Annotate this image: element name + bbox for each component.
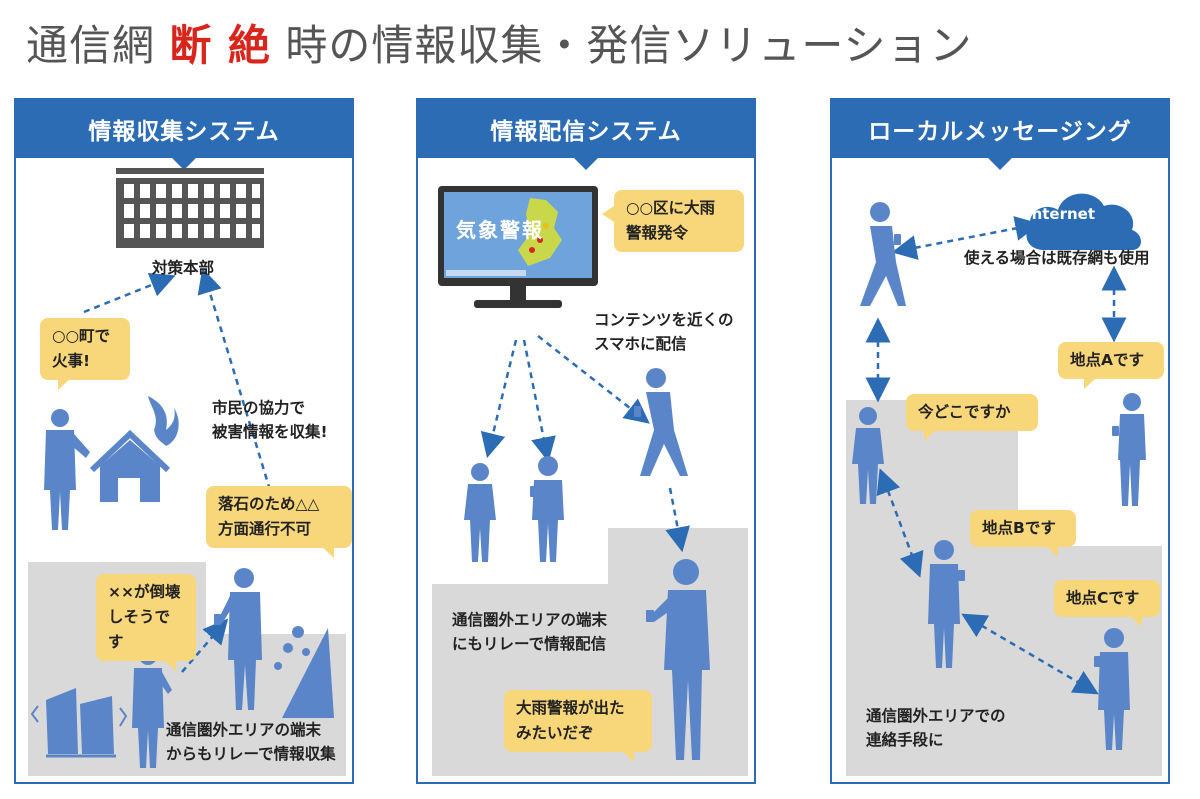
person-icon [44, 409, 90, 530]
note-citizen-cooperation: 市民の協力で 被害情報を収集! [212, 399, 328, 441]
person-icon [464, 463, 496, 562]
panel-header: ローカルメッセージング [832, 100, 1168, 170]
speech-bubble-point-c: 地点Cです [1054, 580, 1160, 627]
speech-bubble-point-a: 地点Aです [1058, 342, 1164, 389]
arrow-to-hq [83, 273, 176, 314]
building-icon [116, 168, 264, 248]
speech-bubble-heavy-rain-alert: ○○区に大雨 警報発令 [602, 190, 744, 252]
panel-information-distribution: 情報配信システム [416, 98, 756, 784]
landslide-icon [274, 626, 334, 718]
arrow-distribute-1 [480, 339, 518, 459]
person-with-phone-icon [530, 456, 564, 562]
arrow-b-to-c [961, 613, 1099, 695]
note-existing-network: 使える場合は既存網も使用 [964, 249, 1150, 267]
arrow-to-hq-relay [197, 268, 272, 491]
panel-illustration [846, 193, 1162, 776]
arrow-relay [665, 487, 690, 553]
person-with-phone-icon [214, 568, 262, 710]
person-with-phone-icon [928, 540, 965, 668]
title-emphasis: 断 絶 [169, 21, 271, 70]
panel-local-messaging: ローカルメッセージング [830, 98, 1170, 784]
note-contact-means: 通信圏外エリアでの 連絡手段に [866, 707, 1006, 749]
internet-label: Internet [1026, 205, 1096, 223]
note-content-distribution: コンテンツを近くの スマホに配信 [594, 311, 734, 353]
collapsed-building-icon [30, 688, 128, 758]
panel-illustration [28, 168, 346, 776]
monitor-screen-label: 気象警報 [456, 218, 544, 242]
title-part1: 通信網 [26, 21, 156, 70]
cloud-icon [1026, 193, 1141, 250]
hq-label: 対策本部 [152, 259, 215, 277]
speech-bubble-collapse: ××が倒壊 しそうです [96, 574, 196, 671]
speech-bubble-rockfall: 落石のため△△ 方面通行不可 [206, 486, 352, 558]
house-fire-icon [89, 396, 179, 502]
title-part3: 時の情報収集・発信ソリューション [285, 21, 973, 70]
arrow-distribute-2 [522, 339, 556, 463]
monitor-icon [438, 186, 598, 308]
speech-bubble-rain-warning: 大雨警報が出た みたいだぞ [504, 690, 652, 762]
arrow-person-to-b [876, 468, 924, 578]
arrow-relay [181, 618, 229, 673]
panel-header: 情報配信システム [418, 100, 754, 170]
person-with-phone-icon [1094, 628, 1130, 750]
speech-bubble-fire: ○○町で 火事! [40, 318, 130, 390]
walking-person-icon [860, 202, 906, 306]
note-relay-distribution: 通信圏外エリアの端末 にもリレーで情報配信 [452, 611, 608, 653]
person-with-phone-icon [646, 559, 710, 760]
panel-header: 情報収集システム [16, 100, 352, 170]
note-relay-collection: 通信圏外エリアの端末 からもリレーで情報収集 [166, 721, 336, 763]
walking-person-icon [634, 368, 688, 476]
person-icon [852, 407, 884, 504]
person-with-phone-icon [1112, 393, 1146, 506]
panel-information-collection: 情報収集システム [14, 98, 354, 784]
speech-bubble-where-are-you: 今どこですか [906, 394, 1038, 441]
page-title: 通信網 断 絶 時の情報収集・発信ソリューション [26, 12, 973, 73]
speech-bubble-point-b: 地点Bです [970, 510, 1076, 557]
